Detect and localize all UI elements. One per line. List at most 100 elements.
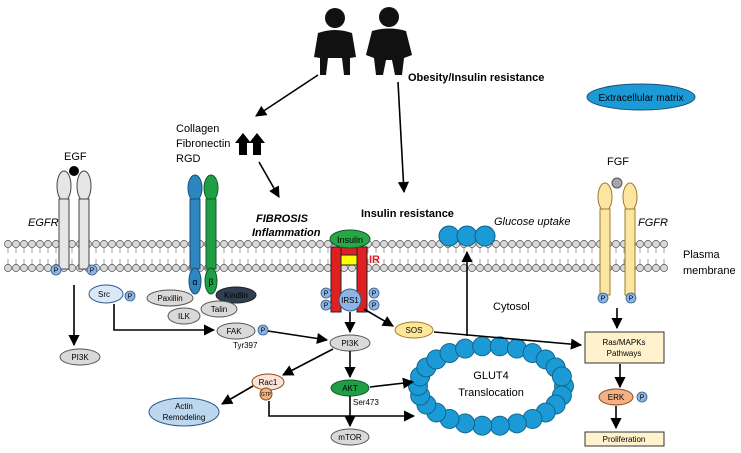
phospho-label: P bbox=[261, 328, 266, 335]
lipid-head bbox=[172, 240, 180, 248]
lipid-head bbox=[476, 264, 484, 272]
lipid-head bbox=[300, 264, 308, 272]
fak-node bbox=[216, 322, 256, 340]
lipid-head bbox=[396, 240, 404, 248]
lipid-head bbox=[388, 264, 396, 272]
lipid-head bbox=[28, 264, 36, 272]
lipid-head bbox=[116, 240, 124, 248]
lipid-head bbox=[244, 240, 252, 248]
fgf-label: FGF bbox=[607, 156, 629, 168]
lipid-head bbox=[220, 264, 228, 272]
lipid-head bbox=[572, 264, 580, 272]
phospho-label: P bbox=[372, 291, 377, 298]
insulin-ligand bbox=[329, 229, 371, 249]
lipid-head bbox=[588, 240, 596, 248]
lipid-head bbox=[284, 240, 292, 248]
plasma-label: Plasma bbox=[683, 249, 721, 261]
lipid-head bbox=[236, 264, 244, 272]
lipid-head bbox=[388, 240, 396, 248]
lipid-head bbox=[588, 264, 596, 272]
lipid-head bbox=[492, 240, 500, 248]
lipid-head bbox=[644, 240, 652, 248]
lipid-head bbox=[20, 240, 28, 248]
lipid-head bbox=[532, 240, 540, 248]
lipid-head bbox=[516, 240, 524, 248]
phospho-icon bbox=[320, 287, 332, 299]
lipid-head bbox=[548, 240, 556, 248]
lipid-head bbox=[380, 264, 388, 272]
phospho-icon bbox=[320, 299, 332, 311]
lipid-head bbox=[292, 240, 300, 248]
lipid-head bbox=[468, 264, 476, 272]
arrows bbox=[68, 74, 626, 430]
arrow-fak-to-pi3k bbox=[267, 330, 329, 345]
glut4-subunit bbox=[551, 366, 572, 387]
lipid-head bbox=[292, 264, 300, 272]
lipid-head bbox=[420, 264, 428, 272]
glucose-uptake-label: Glucose uptake bbox=[494, 216, 570, 228]
integrin-alpha-label: α bbox=[192, 277, 197, 287]
lipid-head bbox=[492, 264, 500, 272]
lipid-head bbox=[252, 240, 260, 248]
ilk-node bbox=[167, 307, 201, 325]
lipid-head bbox=[484, 264, 492, 272]
lipid-head bbox=[148, 264, 156, 272]
mtor-node bbox=[330, 428, 370, 446]
lipid-head bbox=[404, 240, 412, 248]
glut4-label: GLUT4 bbox=[473, 370, 508, 382]
lipid-head bbox=[148, 240, 156, 248]
lipid-head bbox=[548, 264, 556, 272]
lipid-head bbox=[132, 264, 140, 272]
lipid-head bbox=[420, 240, 428, 248]
phospho-icon bbox=[86, 264, 98, 276]
ir-label: IR bbox=[369, 254, 380, 266]
phospho-icon bbox=[257, 324, 269, 336]
lipid-head bbox=[260, 240, 268, 248]
arrow-ecm-to-fibrosis bbox=[258, 161, 280, 198]
lipid-head bbox=[316, 240, 324, 248]
glut4-vesicle bbox=[408, 336, 574, 436]
collagen-label: Collagen bbox=[176, 123, 219, 135]
person-female-icon bbox=[366, 7, 412, 75]
arrow-obesity-to-insulin-resistance bbox=[397, 81, 410, 194]
lipid-head bbox=[580, 264, 588, 272]
glut4-subunit bbox=[489, 336, 510, 357]
lipid-head bbox=[12, 240, 20, 248]
phospho-icon bbox=[597, 292, 609, 304]
src-label: Src bbox=[98, 290, 110, 299]
lipid-head bbox=[180, 264, 188, 272]
lipid-head bbox=[100, 264, 108, 272]
paxillin-node bbox=[146, 289, 194, 307]
lipid-head bbox=[236, 240, 244, 248]
lipid-head bbox=[556, 264, 564, 272]
egfr-receptor bbox=[56, 170, 92, 270]
lipid-head bbox=[380, 240, 388, 248]
lipid-head bbox=[428, 264, 436, 272]
phospho-label: P bbox=[372, 303, 377, 310]
arrow-irs1-to-sos bbox=[363, 308, 394, 327]
lipid-head bbox=[164, 240, 172, 248]
glut4-subunit bbox=[472, 336, 493, 357]
phospho-label: P bbox=[601, 296, 606, 303]
phospho-icon bbox=[368, 299, 380, 311]
lipid-head bbox=[100, 240, 108, 248]
sos-label: SOS bbox=[406, 326, 423, 335]
lipid-head bbox=[36, 264, 44, 272]
lipid-head bbox=[572, 240, 580, 248]
lipid-head bbox=[284, 264, 292, 272]
lipid-head bbox=[436, 264, 444, 272]
arrow-sos-to-ras bbox=[433, 331, 583, 350]
proliferation-label: Proliferation bbox=[603, 435, 646, 444]
lipid-head bbox=[396, 264, 404, 272]
insulin-receptor bbox=[330, 246, 368, 313]
arrow-rac1-to-glut4 bbox=[268, 401, 416, 422]
lipid-head bbox=[404, 264, 412, 272]
lipid-head bbox=[412, 264, 420, 272]
egfr-label: EGFR bbox=[28, 217, 59, 229]
erk-label: ERK bbox=[608, 393, 625, 402]
lipid-head bbox=[108, 264, 116, 272]
inflammation-label: Inflammation bbox=[252, 227, 321, 239]
